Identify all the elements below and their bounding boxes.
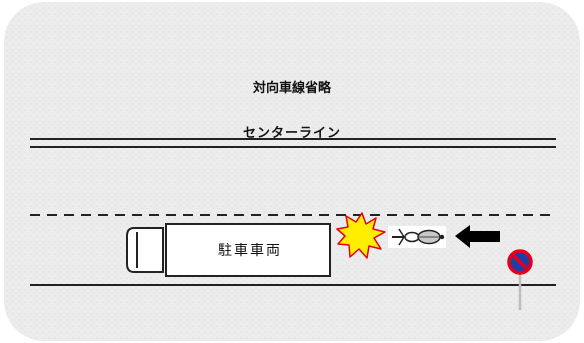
- oncoming-lane-label: 対向車線省略: [252, 81, 331, 96]
- motorcycle-icon: [388, 226, 446, 248]
- road-surface: [4, 2, 580, 341]
- truck-cab: [126, 227, 164, 273]
- direction-arrow-icon: [455, 225, 500, 248]
- no-parking-sign-icon: [507, 249, 533, 310]
- collision-burst-icon: [336, 212, 386, 259]
- center-line-label: センターライン: [242, 126, 341, 141]
- parked-vehicle-label: 駐車車両: [218, 243, 282, 259]
- truck-cargo: [165, 223, 331, 277]
- parked-truck: [126, 223, 331, 277]
